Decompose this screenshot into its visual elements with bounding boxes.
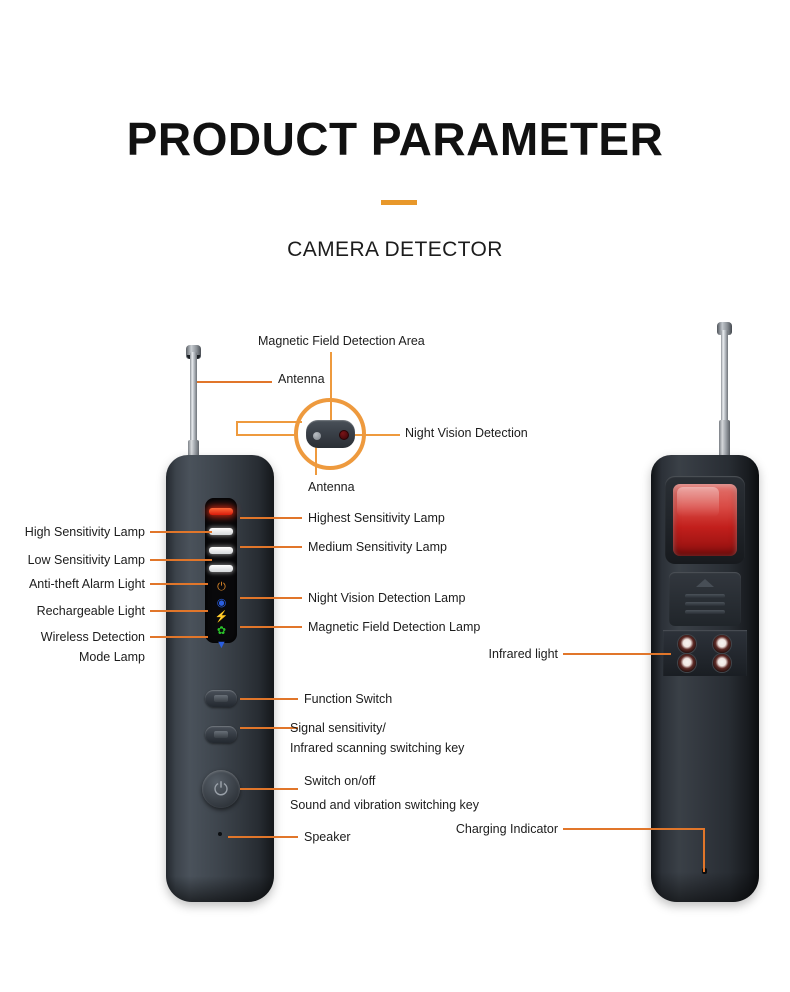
battery-cover-grip <box>669 572 741 626</box>
red-viewing-lens <box>673 484 737 556</box>
grip-ridge <box>685 594 725 598</box>
label-highest-sensitivity-lamp: Highest Sensitivity Lamp <box>308 511 445 525</box>
label-wireless-detection: Wireless Detection <box>40 630 145 644</box>
magnifier-label-magnetic-field: Magnetic Field Detection Area <box>258 334 425 348</box>
leader-line-highest-sensitivity <box>240 517 302 519</box>
back-antenna-base <box>719 420 730 464</box>
back-antenna-tip <box>717 322 732 335</box>
led-anti-theft-alarm-icon: ⏻ <box>217 581 226 593</box>
label-speaker: Speaker <box>304 830 351 844</box>
leader-line-high-sensitivity <box>150 531 212 533</box>
leader-line-wireless-detection <box>150 636 208 638</box>
infrared-led <box>678 635 696 653</box>
leader-line-anti-theft-alarm <box>150 583 208 585</box>
label-infrared-scanning-key: Infrared scanning switching key <box>290 741 465 755</box>
magnifier-link-horizontal <box>236 434 298 436</box>
label-rechargeable-light: Rechargeable Light <box>36 604 145 618</box>
label-infrared-light: Infrared light <box>488 647 558 661</box>
back-antenna-rod <box>721 330 728 442</box>
page-subtitle: CAMERA DETECTOR <box>287 238 503 261</box>
led-rechargeable-icon: ⚡ <box>214 611 229 623</box>
label-signal-sensitivity: Signal sensitivity/ <box>290 721 386 735</box>
leader-line-signal-sensitivity <box>240 727 298 729</box>
leader-line-antenna-top <box>190 381 272 383</box>
leader-line-magnetic-field <box>330 352 332 427</box>
magnified-night-vision-sensor <box>339 430 349 440</box>
eject-triangle-icon <box>696 579 714 587</box>
led-night-vision-icon: ◉ <box>216 597 227 609</box>
grip-ridge <box>685 602 725 606</box>
function-switch-button[interactable] <box>205 690 237 707</box>
infrared-led-block <box>663 630 747 676</box>
label-high-sensitivity-lamp: High Sensitivity Lamp <box>24 525 145 539</box>
led-medium-sensitivity <box>209 547 233 554</box>
infrared-led <box>713 654 731 672</box>
infrared-led <box>713 635 731 653</box>
magnified-antenna-hole <box>313 432 321 440</box>
label-magnetic-field-detection-lamp: Magnetic Field Detection Lamp <box>308 620 481 634</box>
magnifier-link-vertical <box>236 421 238 435</box>
led-low-sensitivity <box>209 565 233 572</box>
label-night-vision-detection-lamp: Night Vision Detection Lamp <box>308 591 466 605</box>
label-switch-on-off: Switch on/off <box>304 774 376 788</box>
leader-line-charging-indicator <box>563 828 705 830</box>
led-highest-sensitivity <box>209 508 233 515</box>
infrared-led <box>678 654 696 672</box>
power-button[interactable] <box>202 770 240 808</box>
speaker-pinhole <box>218 832 222 836</box>
title-divider <box>381 200 417 205</box>
leader-line-speaker <box>228 836 298 838</box>
label-sound-vibration-key: Sound and vibration switching key <box>290 798 480 812</box>
leader-line-switch-on-off <box>240 788 298 790</box>
leader-line-night-vision <box>352 434 400 436</box>
label-medium-sensitivity-lamp: Medium Sensitivity Lamp <box>308 540 447 554</box>
led-wireless-detection-mode-icon: ▼ <box>216 639 227 651</box>
page-title: PRODUCT PARAMETER <box>126 113 664 165</box>
magnifier-ring <box>294 398 366 470</box>
leader-line-rechargeable <box>150 610 208 612</box>
leader-line-medium-sensitivity <box>240 546 302 548</box>
label-mode-lamp: Mode Lamp <box>78 650 145 664</box>
signal-sensitivity-button[interactable] <box>205 726 237 743</box>
label-anti-theft-alarm-light: Anti-theft Alarm Light <box>28 577 145 591</box>
leader-line-night-vision-lamp <box>240 597 302 599</box>
led-high-sensitivity <box>209 528 233 535</box>
label-low-sensitivity-lamp: Low Sensitivity Lamp <box>27 553 145 567</box>
magnifier-link-top <box>236 421 302 423</box>
led-magnetic-field-icon: ✿ <box>216 625 227 637</box>
leader-line-infrared-light <box>563 653 671 655</box>
leader-line-magnetic-field-lamp <box>240 626 302 628</box>
leader-line-low-sensitivity <box>150 559 212 561</box>
label-function-switch: Function Switch <box>304 692 393 706</box>
leader-line-charging-indicator-drop <box>703 828 705 872</box>
magnifier-label-night-vision: Night Vision Detection <box>405 426 528 440</box>
front-antenna-rod <box>190 352 197 464</box>
grip-ridge <box>685 610 725 614</box>
magnifier-label-antenna-top: Antenna <box>278 372 325 386</box>
label-charging-indicator: Charging Indicator <box>455 822 558 836</box>
leader-line-function-switch <box>240 698 298 700</box>
magnifier-label-antenna-bottom: Antenna <box>308 480 355 494</box>
led-indicator-panel: ⏻ ◉ ⚡ ✿ ▼ <box>205 498 237 651</box>
